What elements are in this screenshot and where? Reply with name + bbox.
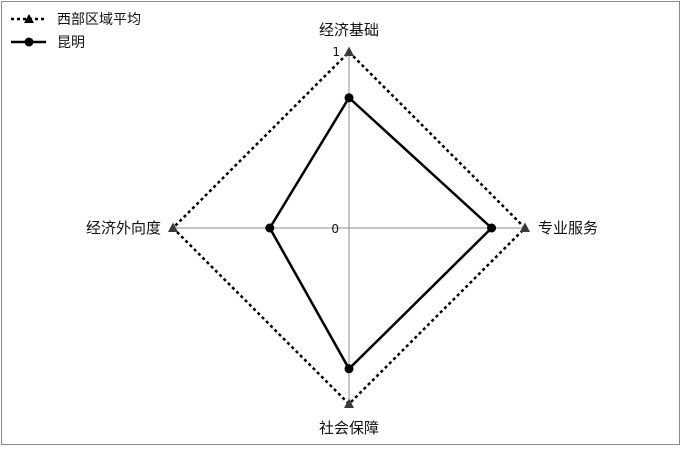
axes-layer xyxy=(173,52,525,404)
series-2-point-4 xyxy=(265,223,275,233)
axis-label-bottom: 社会保障 xyxy=(319,419,379,437)
series-2-point-3 xyxy=(344,364,354,374)
axis-label-left: 经济外向度 xyxy=(86,219,161,237)
axis-label-top: 经济基础 xyxy=(319,21,379,39)
legend-label-series-1: 西部区域平均 xyxy=(57,12,141,28)
labels-layer: 经济基础 专业服务 社会保障 经济外向度 1 0 xyxy=(86,21,598,437)
axis-label-right: 专业服务 xyxy=(538,219,598,237)
series-line-1 xyxy=(171,50,527,406)
tick-label-max: 1 xyxy=(332,45,340,59)
legend-item-series-1: 西部区域平均 xyxy=(11,12,141,28)
triangle-marker-icon xyxy=(24,14,34,23)
legend: 西部区域平均 昆明 xyxy=(11,12,141,51)
legend-label-series-2: 昆明 xyxy=(57,35,85,51)
series-layer xyxy=(168,46,530,408)
series-1-point-3 xyxy=(344,398,354,408)
series-2-point-2 xyxy=(487,223,497,233)
series-line-2 xyxy=(268,95,494,371)
series-1-point-4 xyxy=(168,222,178,232)
legend-item-series-2: 昆明 xyxy=(11,35,85,51)
tick-label-zero: 0 xyxy=(331,222,339,236)
circle-marker-icon xyxy=(24,37,34,47)
series-1-point-1 xyxy=(344,46,354,56)
series-1-point-2 xyxy=(520,222,530,232)
series-2-point-1 xyxy=(344,93,354,103)
